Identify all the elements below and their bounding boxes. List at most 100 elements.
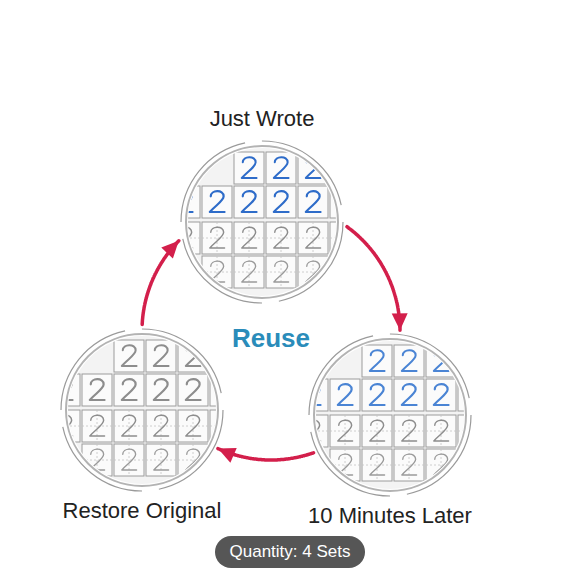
grid-cell: [298, 415, 328, 447]
handwritten-digit: [210, 227, 225, 248]
handwritten-digit: [338, 420, 353, 441]
guide-line: [266, 272, 296, 273]
handwritten-digit: [186, 415, 201, 436]
arc-line: [142, 241, 179, 325]
handwritten-digit: [122, 379, 137, 400]
lens-rim: [314, 339, 466, 491]
handwritten-digit: [402, 384, 417, 405]
grid-cell: [170, 222, 200, 254]
guide-line: [345, 222, 346, 254]
handwritten-digit: [434, 384, 449, 405]
grid-cell: [298, 379, 328, 411]
guide-line: [50, 426, 80, 427]
paper: [312, 337, 468, 493]
guide-line: [362, 431, 392, 432]
grid-cell: [114, 374, 144, 406]
grid-cell: [234, 222, 264, 254]
guide-line: [330, 465, 360, 466]
grid-cell: [178, 444, 208, 476]
arrowhead: [218, 448, 237, 463]
guide-line: [234, 272, 264, 273]
grid-cell: [266, 186, 296, 218]
grid-cell: [458, 415, 488, 447]
handwritten-digit: [370, 454, 385, 475]
handwritten-digit: [274, 261, 289, 282]
guide-line: [210, 426, 240, 427]
grid-cell: [266, 256, 296, 288]
guide-line: [426, 465, 456, 466]
lens-heading: Just Wrote: [210, 106, 315, 132]
node-heading: 10 Minutes Later: [308, 503, 472, 529]
guide-line: [298, 238, 328, 239]
handwritten-digit: [210, 191, 225, 212]
grid-cell: [234, 186, 264, 218]
magnifier-illustration: [184, 144, 340, 300]
guide-line: [234, 238, 264, 239]
grid-cell: [330, 415, 360, 447]
grid-cell: [426, 415, 456, 447]
grid-cell: [82, 410, 112, 442]
guide-line: [225, 410, 226, 442]
lens-heading: 10 Minutes Later: [308, 503, 472, 529]
guide-line: [426, 431, 456, 432]
handwritten-digit: [274, 157, 289, 178]
handwritten-digit: [90, 379, 105, 400]
handwritten-digit: [122, 415, 137, 436]
grid-cell: [362, 345, 392, 377]
grid-cell: [298, 256, 328, 288]
arrowhead: [161, 241, 179, 259]
guide-line: [82, 426, 112, 427]
node-heading: Just Wrote: [210, 106, 315, 132]
guide-line: [178, 426, 208, 427]
guide-line: [473, 415, 474, 447]
guide-line: [266, 238, 296, 239]
grid-cell: [114, 410, 144, 442]
paper: [64, 332, 220, 488]
magnifier-illustration: [64, 332, 220, 488]
lens-heading: Restore Original: [63, 498, 222, 524]
center-label: Reuse: [232, 323, 310, 354]
lens-rim: [66, 334, 218, 486]
handwritten-digit: [370, 420, 385, 441]
lens-outer-ring: [181, 141, 343, 303]
grid-cell: [234, 256, 264, 288]
guide-line: [298, 431, 328, 432]
guide-line: [114, 426, 144, 427]
guide-line: [202, 272, 232, 273]
grid-cell: [178, 410, 208, 442]
handwritten-digit: [274, 191, 289, 212]
lens-node: Restore Original: [64, 332, 220, 488]
guide-line: [146, 460, 176, 461]
handwritten-digit: [154, 345, 169, 366]
handwritten-digit: [402, 454, 417, 475]
grid-cell: [114, 340, 144, 372]
grid-paper: [50, 332, 240, 488]
guide-line: [114, 460, 144, 461]
guide-line: [178, 460, 208, 461]
guide-line: [298, 272, 328, 273]
grid-cell: [234, 152, 264, 184]
handwritten-digit: [402, 350, 417, 371]
grid-cell: [210, 410, 240, 442]
grid-cell: [50, 410, 80, 442]
lens-rim: [186, 146, 338, 298]
paper: [184, 144, 340, 300]
guide-line: [82, 460, 112, 461]
handwritten-digit: [274, 227, 289, 248]
grid-cell: [394, 415, 424, 447]
cycle-arrow: [218, 448, 314, 463]
handwritten-digit: [402, 420, 417, 441]
grid-cell: [298, 222, 328, 254]
handwritten-digit: [242, 227, 257, 248]
guide-line: [170, 238, 200, 239]
grid-cell: [50, 374, 80, 406]
cycle-arrow: [347, 227, 408, 331]
guide-line: [330, 238, 360, 239]
lens-node: 10 Minutes Later: [312, 337, 468, 493]
handwritten-digit: [370, 384, 385, 405]
grid-cell: [170, 186, 200, 218]
guide-line: [394, 431, 424, 432]
grid-cell: [362, 379, 392, 411]
handwritten-digit: [90, 415, 105, 436]
lens-node: Just Wrote: [184, 144, 340, 300]
